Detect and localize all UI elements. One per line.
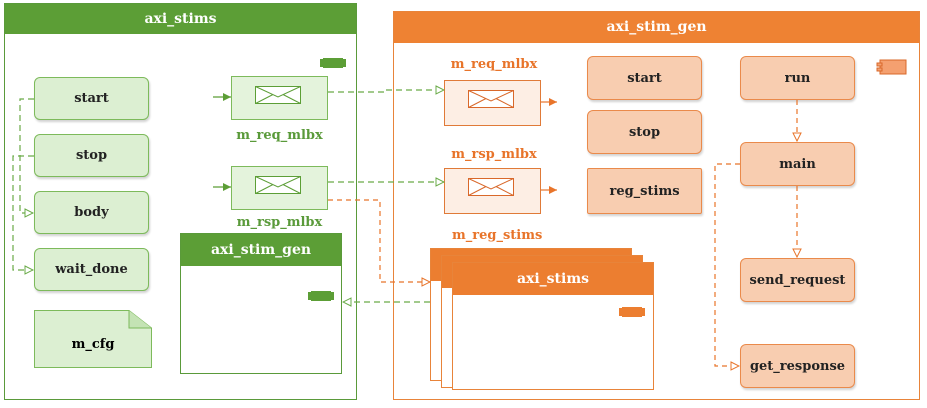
component-icon (320, 58, 346, 68)
envelope-icon (468, 178, 514, 196)
run-label: run (784, 70, 811, 86)
get-response-button[interactable]: get_response (740, 344, 855, 388)
left-req-mailbox[interactable] (231, 76, 328, 120)
main-label: main (779, 156, 816, 172)
left-req-mailbox-label: m_req_mlbx (236, 128, 323, 143)
left-rsp-mailbox[interactable] (231, 166, 328, 210)
start-label: start (74, 91, 109, 106)
right-rsp-mailbox[interactable] (444, 168, 541, 214)
right-req-mailbox-label: m_req_mlbx (450, 57, 538, 72)
right-start-label: start (627, 70, 662, 86)
send-request-button[interactable]: send_request (740, 258, 855, 302)
stop-label: stop (75, 148, 108, 163)
envelope-icon (468, 90, 514, 108)
body-label: body (74, 205, 109, 220)
start-button[interactable]: start (34, 77, 149, 120)
main-button[interactable]: main (740, 142, 855, 186)
stims-card-title: axi_stims (453, 263, 653, 295)
m-reg-stims-label: m_reg_stims (452, 228, 543, 243)
envelope-icon (255, 86, 301, 104)
body-button[interactable]: body (34, 191, 149, 234)
axi-stim-gen-subcomponent[interactable]: axi_stim_gen (180, 233, 342, 374)
right-req-mailbox[interactable] (444, 80, 541, 126)
axi-stims-panel-title: axi_stims (5, 4, 356, 34)
stims-card-front[interactable]: axi_stims (452, 262, 654, 390)
run-button[interactable]: run (740, 56, 855, 100)
component-icon (876, 59, 907, 75)
axi-stim-gen-subcomponent-title: axi_stim_gen (181, 234, 341, 266)
m-cfg-note (34, 310, 152, 368)
envelope-icon (255, 176, 301, 194)
component-icon (619, 307, 645, 317)
right-stop-button[interactable]: stop (587, 110, 702, 154)
send-request-label: send_request (749, 272, 846, 288)
stop-button[interactable]: stop (34, 134, 149, 177)
wait-done-label: wait_done (55, 262, 128, 277)
get-response-label: get_response (749, 358, 846, 374)
left-rsp-mailbox-label: m_rsp_mlbx (236, 215, 323, 230)
wait-done-button[interactable]: wait_done (34, 248, 149, 291)
reg-stims-label: reg_stims (609, 183, 680, 199)
right-start-button[interactable]: start (587, 56, 702, 100)
right-stop-label: stop (628, 124, 661, 140)
component-icon (308, 291, 334, 301)
right-rsp-mailbox-label: m_rsp_mlbx (451, 147, 537, 162)
m-cfg-label: m_cfg (71, 337, 115, 352)
axi-stim-gen-panel-title: axi_stim_gen (394, 12, 919, 43)
reg-stims-button[interactable]: reg_stims (587, 168, 702, 214)
